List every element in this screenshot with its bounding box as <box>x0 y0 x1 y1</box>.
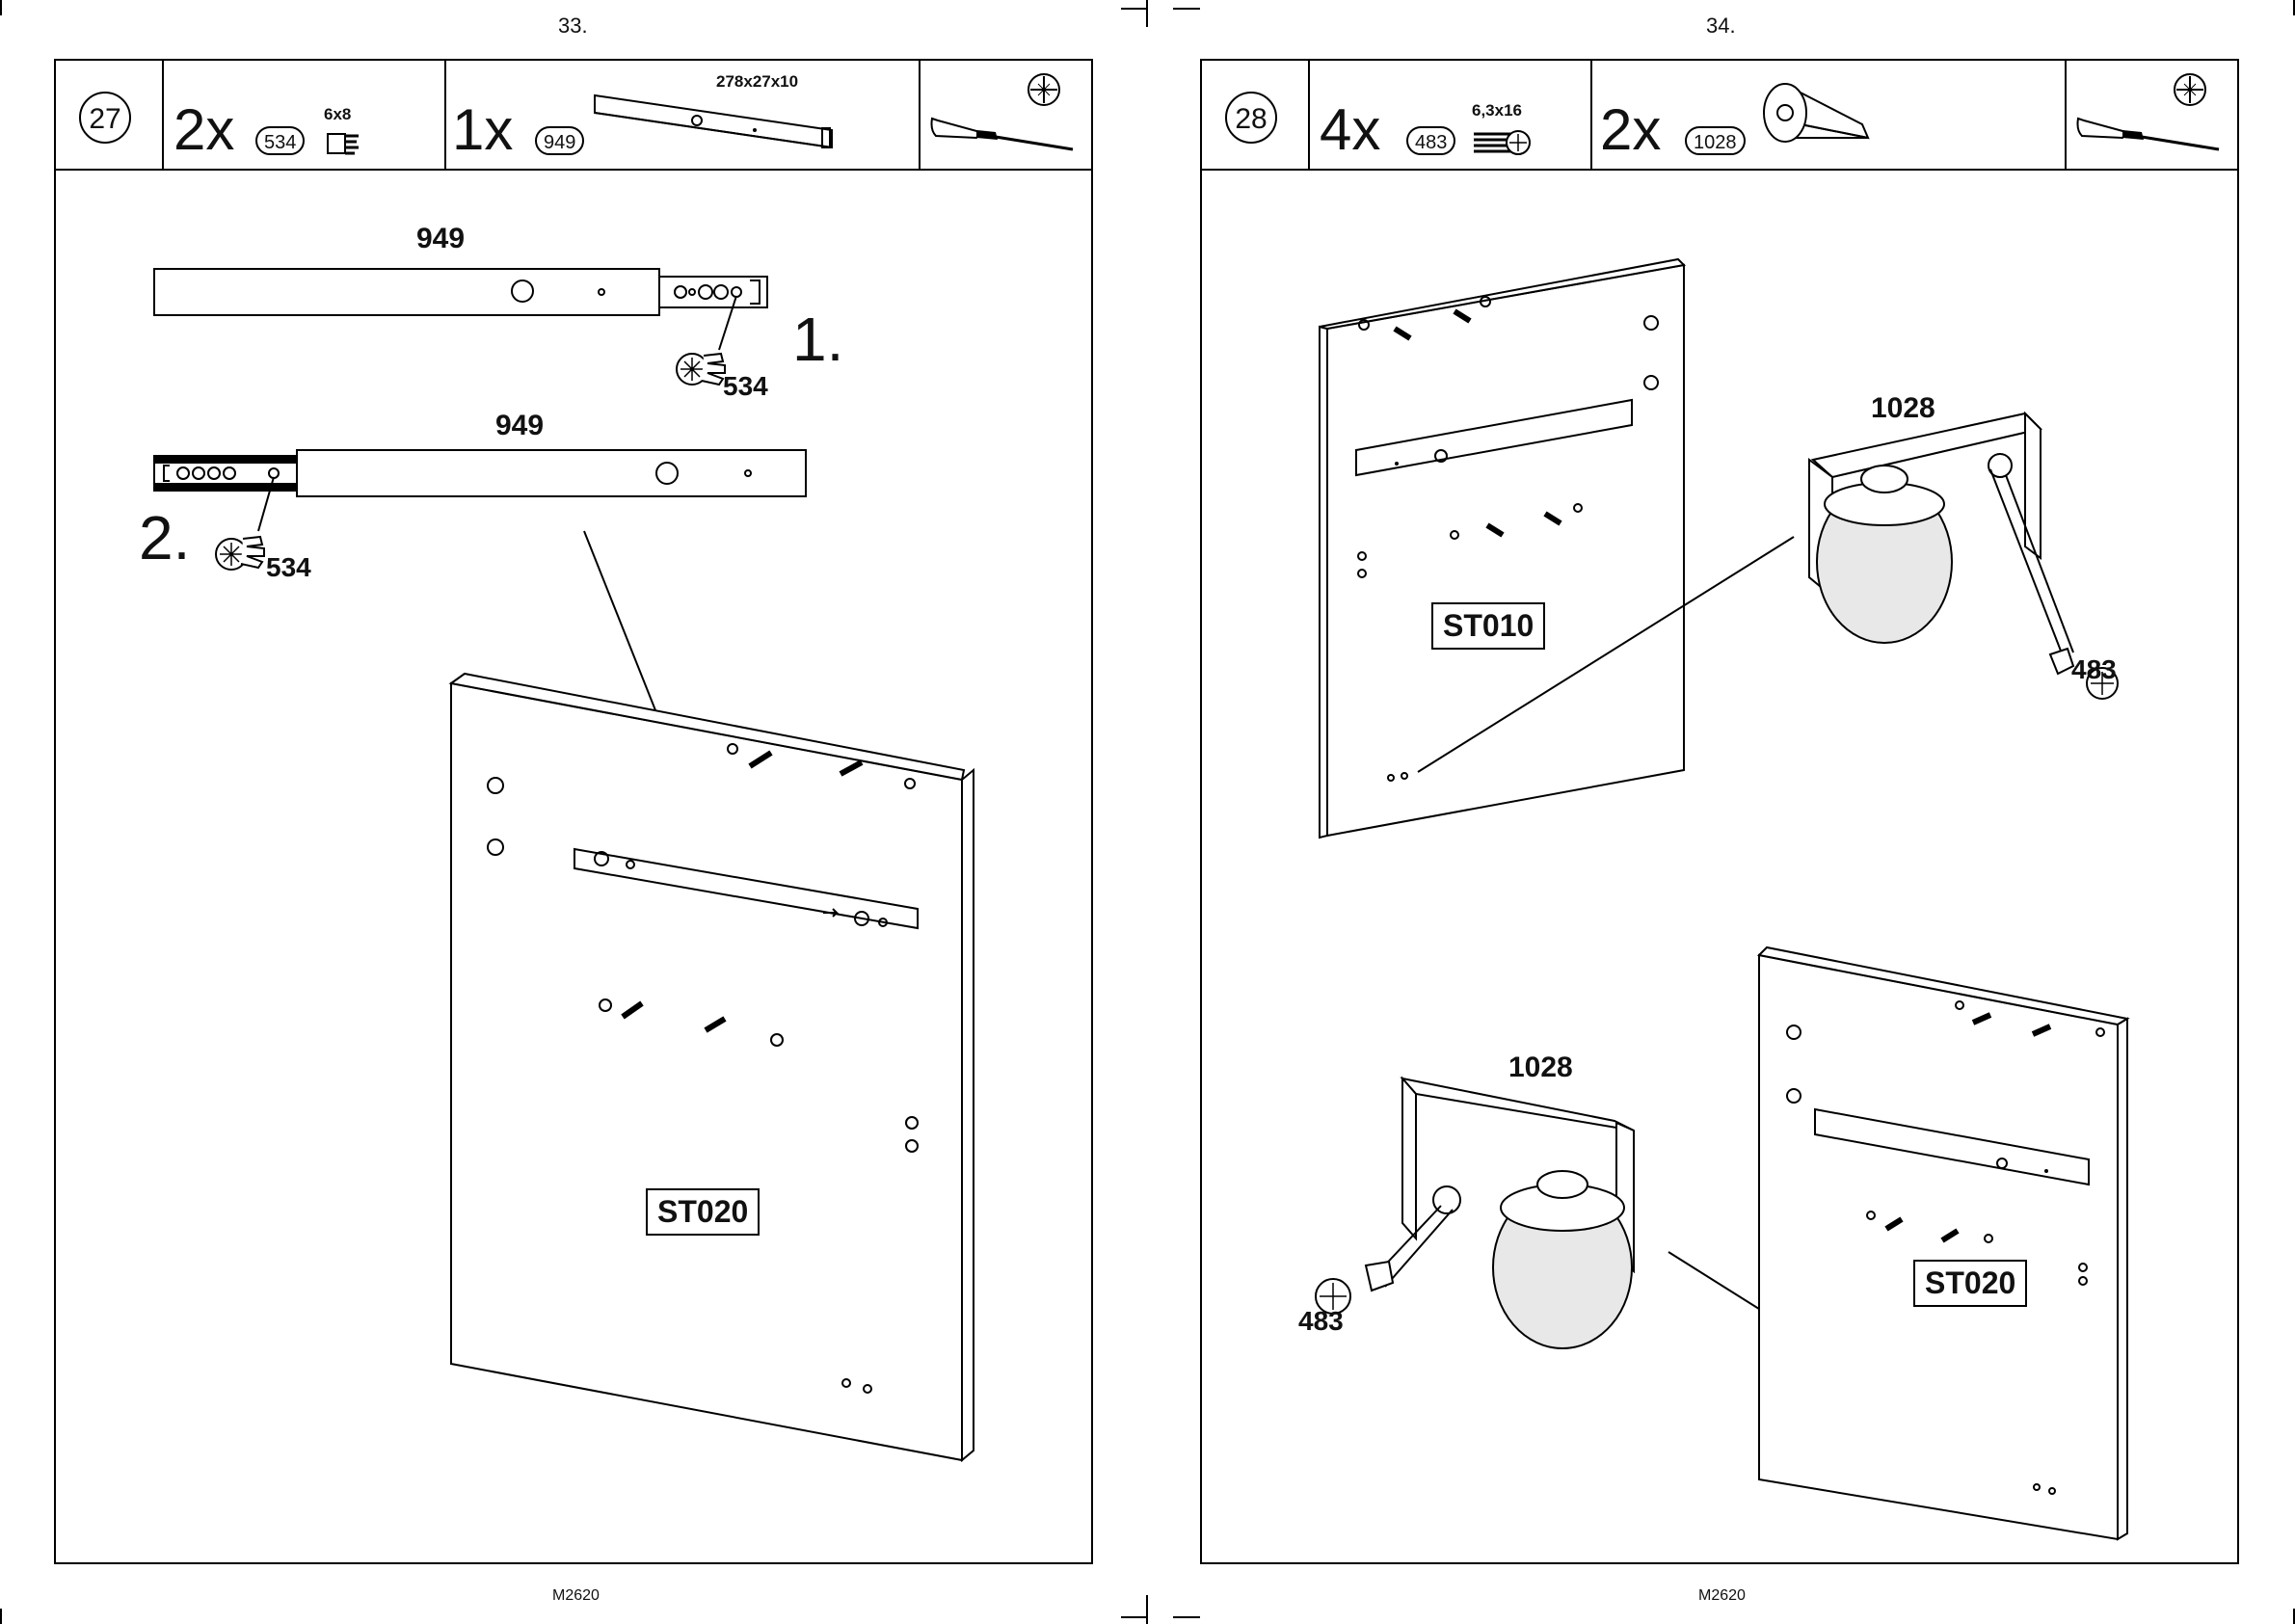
part-code: 949 <box>535 126 584 155</box>
crop-mark <box>1173 8 1200 10</box>
part-code: 483 <box>1406 126 1455 155</box>
part-code: 1028 <box>1685 126 1746 155</box>
crop-mark <box>1173 1616 1200 1618</box>
wheel-label: 1028 <box>1871 392 1935 425</box>
order-label: 2. <box>139 502 190 573</box>
panel-code: ST020 <box>1913 1260 2027 1307</box>
rail-icon <box>591 90 841 167</box>
crop-mark <box>1121 8 1148 10</box>
phillips-icon <box>1023 68 1065 111</box>
part-cell: 2x 1028 <box>1592 61 2067 169</box>
step-number-cell: 27 <box>56 61 164 169</box>
part-quantity: 2x <box>173 101 234 159</box>
step-number-cell: 28 <box>1202 61 1310 169</box>
caster-wheel <box>1316 1078 1634 1348</box>
cam-dowel-icon <box>324 126 362 161</box>
tool-cell <box>2067 61 2237 169</box>
assembly-diagram <box>56 173 1091 1562</box>
screw-label: 483 <box>2071 654 2117 685</box>
tool-cell <box>921 61 1091 169</box>
phillips-icon <box>2169 68 2211 111</box>
part-dimension: 278x27x10 <box>716 72 798 92</box>
step-number: 27 <box>79 92 131 144</box>
cam-screw-icon <box>677 354 725 385</box>
step-header: 27 2x 534 6x8 1x 949 278x27x10 <box>56 61 1091 171</box>
rail-949-bottom <box>154 450 806 531</box>
board-panel <box>451 674 974 1460</box>
wheel-label: 1028 <box>1508 1052 1573 1084</box>
screwdriver-icon <box>928 111 1082 155</box>
panel-code: ST010 <box>1431 602 1545 650</box>
screw-label: 534 <box>723 371 768 402</box>
rail-949-top <box>154 269 767 350</box>
rail-label: 949 <box>495 410 544 442</box>
part-cell: 2x 534 6x8 <box>164 61 446 169</box>
step-header: 28 4x 483 6,3x16 2x 1028 <box>1202 61 2237 171</box>
part-dimension: 6x8 <box>324 105 351 124</box>
part-code: 534 <box>255 126 305 155</box>
part-quantity: 4x <box>1320 101 1380 159</box>
cam-screw-icon <box>216 537 264 570</box>
panel-code: ST020 <box>646 1188 760 1236</box>
page-number: 33. <box>558 13 588 39</box>
part-dimension: 6,3x16 <box>1472 101 1522 120</box>
screw-label: 534 <box>266 552 311 583</box>
crop-mark <box>0 1609 2 1624</box>
crop-mark <box>0 0 2 15</box>
step-number: 28 <box>1225 92 1277 144</box>
screwdriver-icon <box>2074 111 2228 155</box>
board-panel <box>1759 947 2127 1539</box>
rail-label: 949 <box>416 223 465 255</box>
assembly-diagram <box>1202 173 2237 1562</box>
step-panel: 27 2x 534 6x8 1x 949 278x27x10 <box>54 59 1093 1564</box>
screw-label: 483 <box>1298 1306 1344 1337</box>
screw-icon <box>1470 122 1532 161</box>
page-number: 34. <box>1706 13 1736 39</box>
step-panel: 28 4x 483 6,3x16 2x 1028 <box>1200 59 2239 1564</box>
crop-mark <box>1146 1595 1148 1624</box>
order-label: 1. <box>792 304 843 375</box>
board-panel <box>1320 259 1684 838</box>
part-cell: 1x 949 278x27x10 <box>446 61 921 169</box>
part-quantity: 2x <box>1600 101 1661 159</box>
crop-mark <box>1121 1616 1148 1618</box>
crop-mark <box>1146 0 1148 27</box>
caster-wheel-icon <box>1756 70 1881 163</box>
part-cell: 4x 483 6,3x16 <box>1310 61 1592 169</box>
part-quantity: 1x <box>452 101 513 159</box>
page-footer: M2620 <box>1698 1587 1746 1605</box>
page-footer: M2620 <box>552 1587 600 1605</box>
